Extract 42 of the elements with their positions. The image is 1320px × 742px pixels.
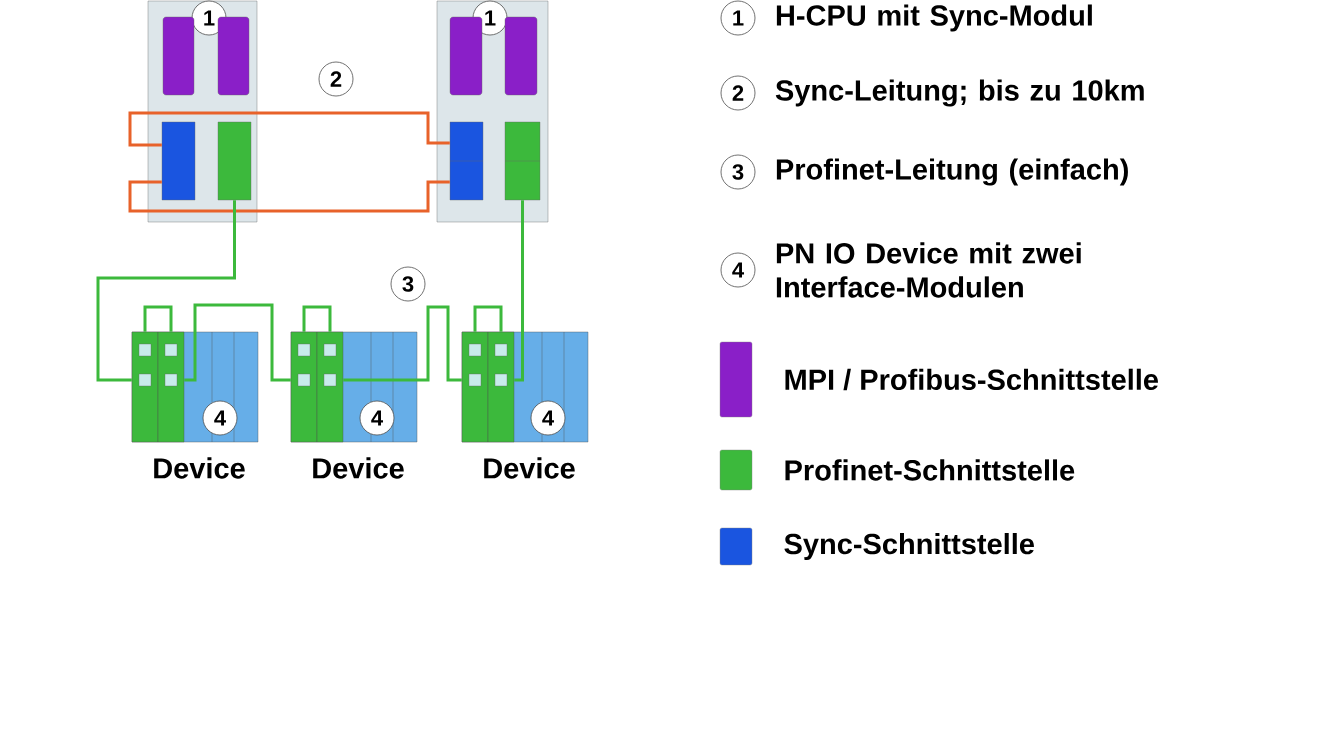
cable — [302, 305, 332, 332]
callout-number: 2 — [318, 61, 354, 97]
sync-module — [161, 121, 196, 201]
cable — [514, 200, 524, 382]
callout-number: 2 — [720, 75, 756, 111]
callout-number: 4 — [720, 252, 756, 288]
callout-number: 3 — [720, 154, 756, 190]
interface-module — [487, 331, 515, 443]
cable — [143, 305, 173, 332]
device-label: Device — [313, 457, 404, 479]
interface-module — [131, 331, 159, 443]
cpu-module — [217, 16, 250, 96]
cable — [184, 303, 291, 382]
cable — [128, 111, 450, 147]
cpu-module — [162, 16, 195, 96]
callout-number: 4 — [530, 400, 566, 436]
interface-module — [217, 121, 252, 201]
legend-text: MPI / Profibus-Schnittstelle — [785, 368, 1158, 391]
callout-number: 4 — [359, 400, 395, 436]
legend-text: Sync-Schnittstelle — [784, 533, 1034, 561]
callout-number: 1 — [720, 0, 756, 36]
cable — [128, 180, 450, 213]
legend-text: Profinet-Schnittstelle — [785, 459, 1075, 481]
cpu-module — [449, 16, 483, 96]
interface-module — [461, 331, 489, 443]
key-text: PN IO Device mit zwei Interface-Modulen — [776, 242, 1081, 298]
key-text: Profinet-Leitung (einfach) — [776, 158, 1128, 186]
cable — [343, 305, 462, 382]
sync-module — [449, 121, 484, 201]
cable — [96, 200, 236, 382]
interface-module — [290, 331, 318, 443]
interface-module — [157, 331, 185, 443]
device-label: Device — [484, 457, 575, 479]
interface-module — [316, 331, 344, 443]
callout-number: 3 — [390, 266, 426, 302]
cable — [473, 305, 503, 332]
key-text: H-CPU mit Sync-Modul — [776, 4, 1092, 32]
key-text: Sync-Leitung; bis zu 10km — [775, 79, 1144, 107]
device-label: Device — [154, 457, 245, 479]
cpu-module — [504, 16, 538, 96]
interface-module — [504, 121, 541, 201]
callout-number: 4 — [202, 400, 238, 436]
